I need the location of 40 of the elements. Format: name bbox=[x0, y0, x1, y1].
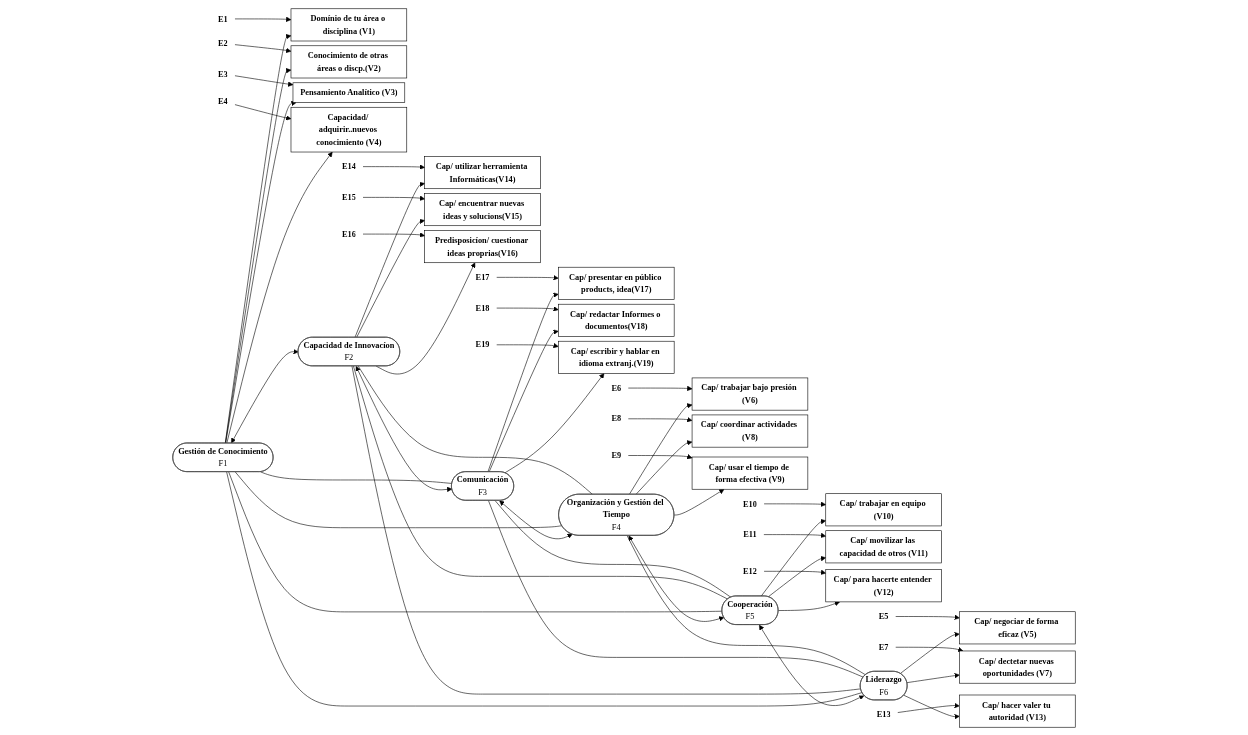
node-box: Cap/ dectetar nuevas oportunidades (V7) bbox=[959, 650, 1076, 683]
node-box: Cap/ escribir y hablar en idioma extranj.(V19) bbox=[558, 340, 675, 374]
node-text: E2 bbox=[218, 38, 228, 48]
node-text: E12 bbox=[742, 566, 757, 576]
node-text: E1 bbox=[218, 13, 228, 23]
node-text: E17 bbox=[475, 272, 490, 282]
node-text: E19 bbox=[475, 339, 490, 349]
node-box: Cap/ negociar de forma eficaz (V5) bbox=[959, 610, 1076, 644]
node-box: Cap/ trabajar en equipo (V10) bbox=[825, 492, 942, 526]
connector bbox=[234, 471, 563, 528]
node-box: Cap/ encuentrar nuevas ideas y solucions(V15) bbox=[424, 192, 541, 226]
node-box: Predisposicíon/ cuestionar ideas proprias(V16) bbox=[424, 229, 541, 263]
node-box: Cap/ coordinar actividades (V8) bbox=[691, 414, 809, 447]
node-text: E6 bbox=[611, 383, 622, 393]
node-box: Cap/ presentar en público products, idea(V17) bbox=[558, 266, 675, 300]
node-text: E16 bbox=[341, 229, 356, 239]
node-text: E4 bbox=[218, 96, 228, 106]
node-box: Conocimiento de otras áreas o discp.(V2) bbox=[290, 45, 408, 78]
node-text: E3 bbox=[218, 68, 228, 78]
node-text: E18 bbox=[475, 303, 490, 313]
node-box: Cap/ para hacerte entender (V12) bbox=[825, 568, 942, 602]
node-box: Cap/ hacer valer tu autoridad (V13) bbox=[959, 694, 1076, 728]
node-box: Cap/ usar el tiempo de forma efectiva (V9) bbox=[691, 456, 809, 490]
node-text: E8 bbox=[611, 413, 622, 423]
node-box: Cap/ utilizar herramienta Informáticas(V14) bbox=[424, 155, 541, 189]
node-box: Domínio de tu área o disciplina (V1) bbox=[290, 7, 408, 41]
node-text: E13 bbox=[876, 709, 891, 719]
node-text: E9 bbox=[611, 450, 622, 460]
node-text: E11 bbox=[743, 529, 757, 539]
node-text: E5 bbox=[878, 611, 889, 621]
node-box: Capacidad/ adquirir..nuevos conocimiento (V4) bbox=[290, 106, 408, 152]
node-box: Cap/ redactar Informes o documentos(V18) bbox=[558, 303, 675, 337]
node-text: E10 bbox=[742, 498, 757, 508]
node-text: E7 bbox=[878, 642, 889, 652]
node-box: Cap/ movilizar las capacidad de otros (V11) bbox=[825, 529, 942, 563]
node-text: E15 bbox=[341, 192, 356, 202]
connector bbox=[260, 471, 453, 484]
node-box: Cap/ trabajar bajo presión (V6) bbox=[691, 377, 809, 410]
node-box: Pensamiento Analítico (V3) bbox=[292, 82, 406, 103]
node-text: E14 bbox=[341, 161, 356, 171]
